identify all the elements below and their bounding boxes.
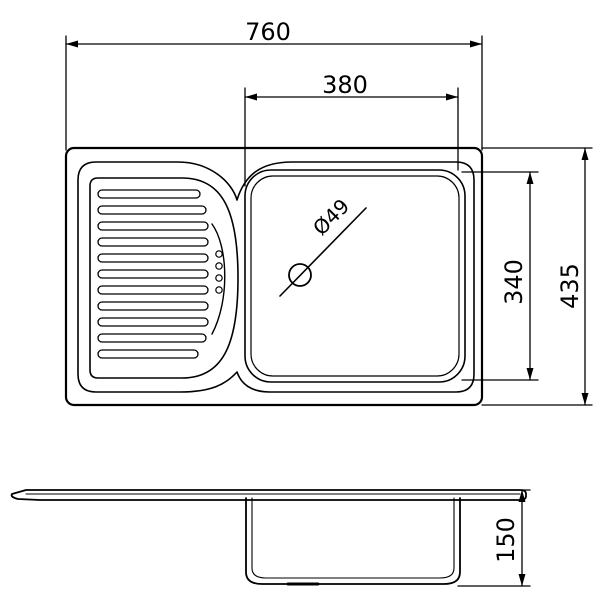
side-bowl (245, 497, 461, 585)
drainer-rib (97, 333, 207, 343)
drainer-board (89, 177, 239, 379)
drainer-rib (97, 221, 209, 231)
dimension-label-760: 760 (245, 18, 291, 46)
drain-hole (288, 263, 312, 287)
drainer-rib (97, 253, 209, 263)
overflow-hole (215, 274, 223, 282)
drainer-rib (97, 301, 209, 311)
top-view (64, 146, 484, 407)
dimension-label-150: 150 (492, 517, 520, 563)
drainer-rib (97, 317, 209, 327)
drainer-curve (211, 223, 226, 335)
drainer-rib (97, 349, 199, 359)
dimension-arrows (66, 40, 589, 586)
bowl-outer (244, 169, 466, 383)
sink-outer-rim (64, 146, 484, 407)
overflow-hole (215, 262, 223, 270)
side-view (10, 489, 527, 586)
drainer-rib (97, 189, 201, 199)
drainer-rib (97, 237, 209, 247)
drainer-rib (97, 205, 207, 215)
overflow-hole (215, 286, 223, 294)
drain-leader-line (279, 207, 367, 297)
side-bowl-inner (251, 497, 455, 579)
overflow-hole (215, 250, 223, 258)
dimension-label-340: 340 (500, 259, 528, 305)
bowl-inner (250, 175, 460, 377)
drainer-rib (97, 269, 209, 279)
drainer-rib (97, 285, 209, 295)
dimension-label-435: 435 (556, 263, 584, 309)
dimension-label-380: 380 (322, 71, 368, 99)
drainer-outline (89, 177, 239, 379)
side-rim (10, 489, 527, 501)
dimension-lines (65, 35, 593, 587)
dimension-label-diameter: Ø49 (308, 194, 354, 240)
sink-inner-rim (77, 161, 475, 393)
